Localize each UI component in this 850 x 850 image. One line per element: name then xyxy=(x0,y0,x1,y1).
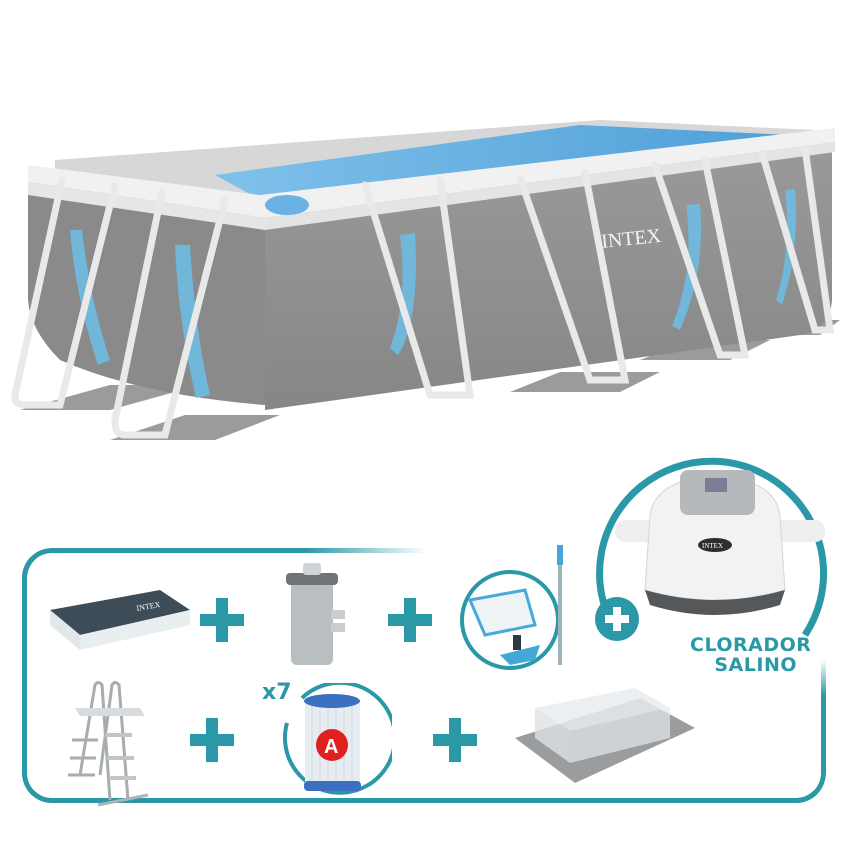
add-chlorinator-badge xyxy=(595,597,639,641)
ladder-item xyxy=(50,680,150,810)
plus-icon xyxy=(190,718,234,762)
pool-illustration: INTEX xyxy=(11,120,840,440)
plus-icon xyxy=(388,598,432,642)
frame-right-edge xyxy=(786,660,826,803)
skimmer-kit-item xyxy=(455,540,585,670)
ground-cloth-item xyxy=(515,683,715,788)
accessories-frame xyxy=(22,548,826,803)
chlorinator-label-line2: SALINO xyxy=(714,654,797,676)
plus-icon xyxy=(200,598,244,642)
cartridge-type-badge: A xyxy=(324,736,338,758)
cover-logo: INTEX xyxy=(136,600,161,613)
chlorinator-label: CLORADOR SALINO xyxy=(690,634,812,676)
filter-pump-item xyxy=(283,555,353,670)
frame-top-edge xyxy=(22,548,427,583)
chlorinator-highlight: INTEX xyxy=(595,440,835,665)
main-pool-image: INTEX xyxy=(11,120,840,440)
chlorinator-logo: INTEX xyxy=(702,542,723,550)
pool-cover-item: INTEX xyxy=(45,585,190,660)
plus-icon xyxy=(433,718,477,762)
chlorinator-label-line1: CLORADOR xyxy=(690,634,812,656)
cartridge-quantity: x7 xyxy=(262,680,292,705)
filter-cartridge-item: A xyxy=(272,683,392,803)
